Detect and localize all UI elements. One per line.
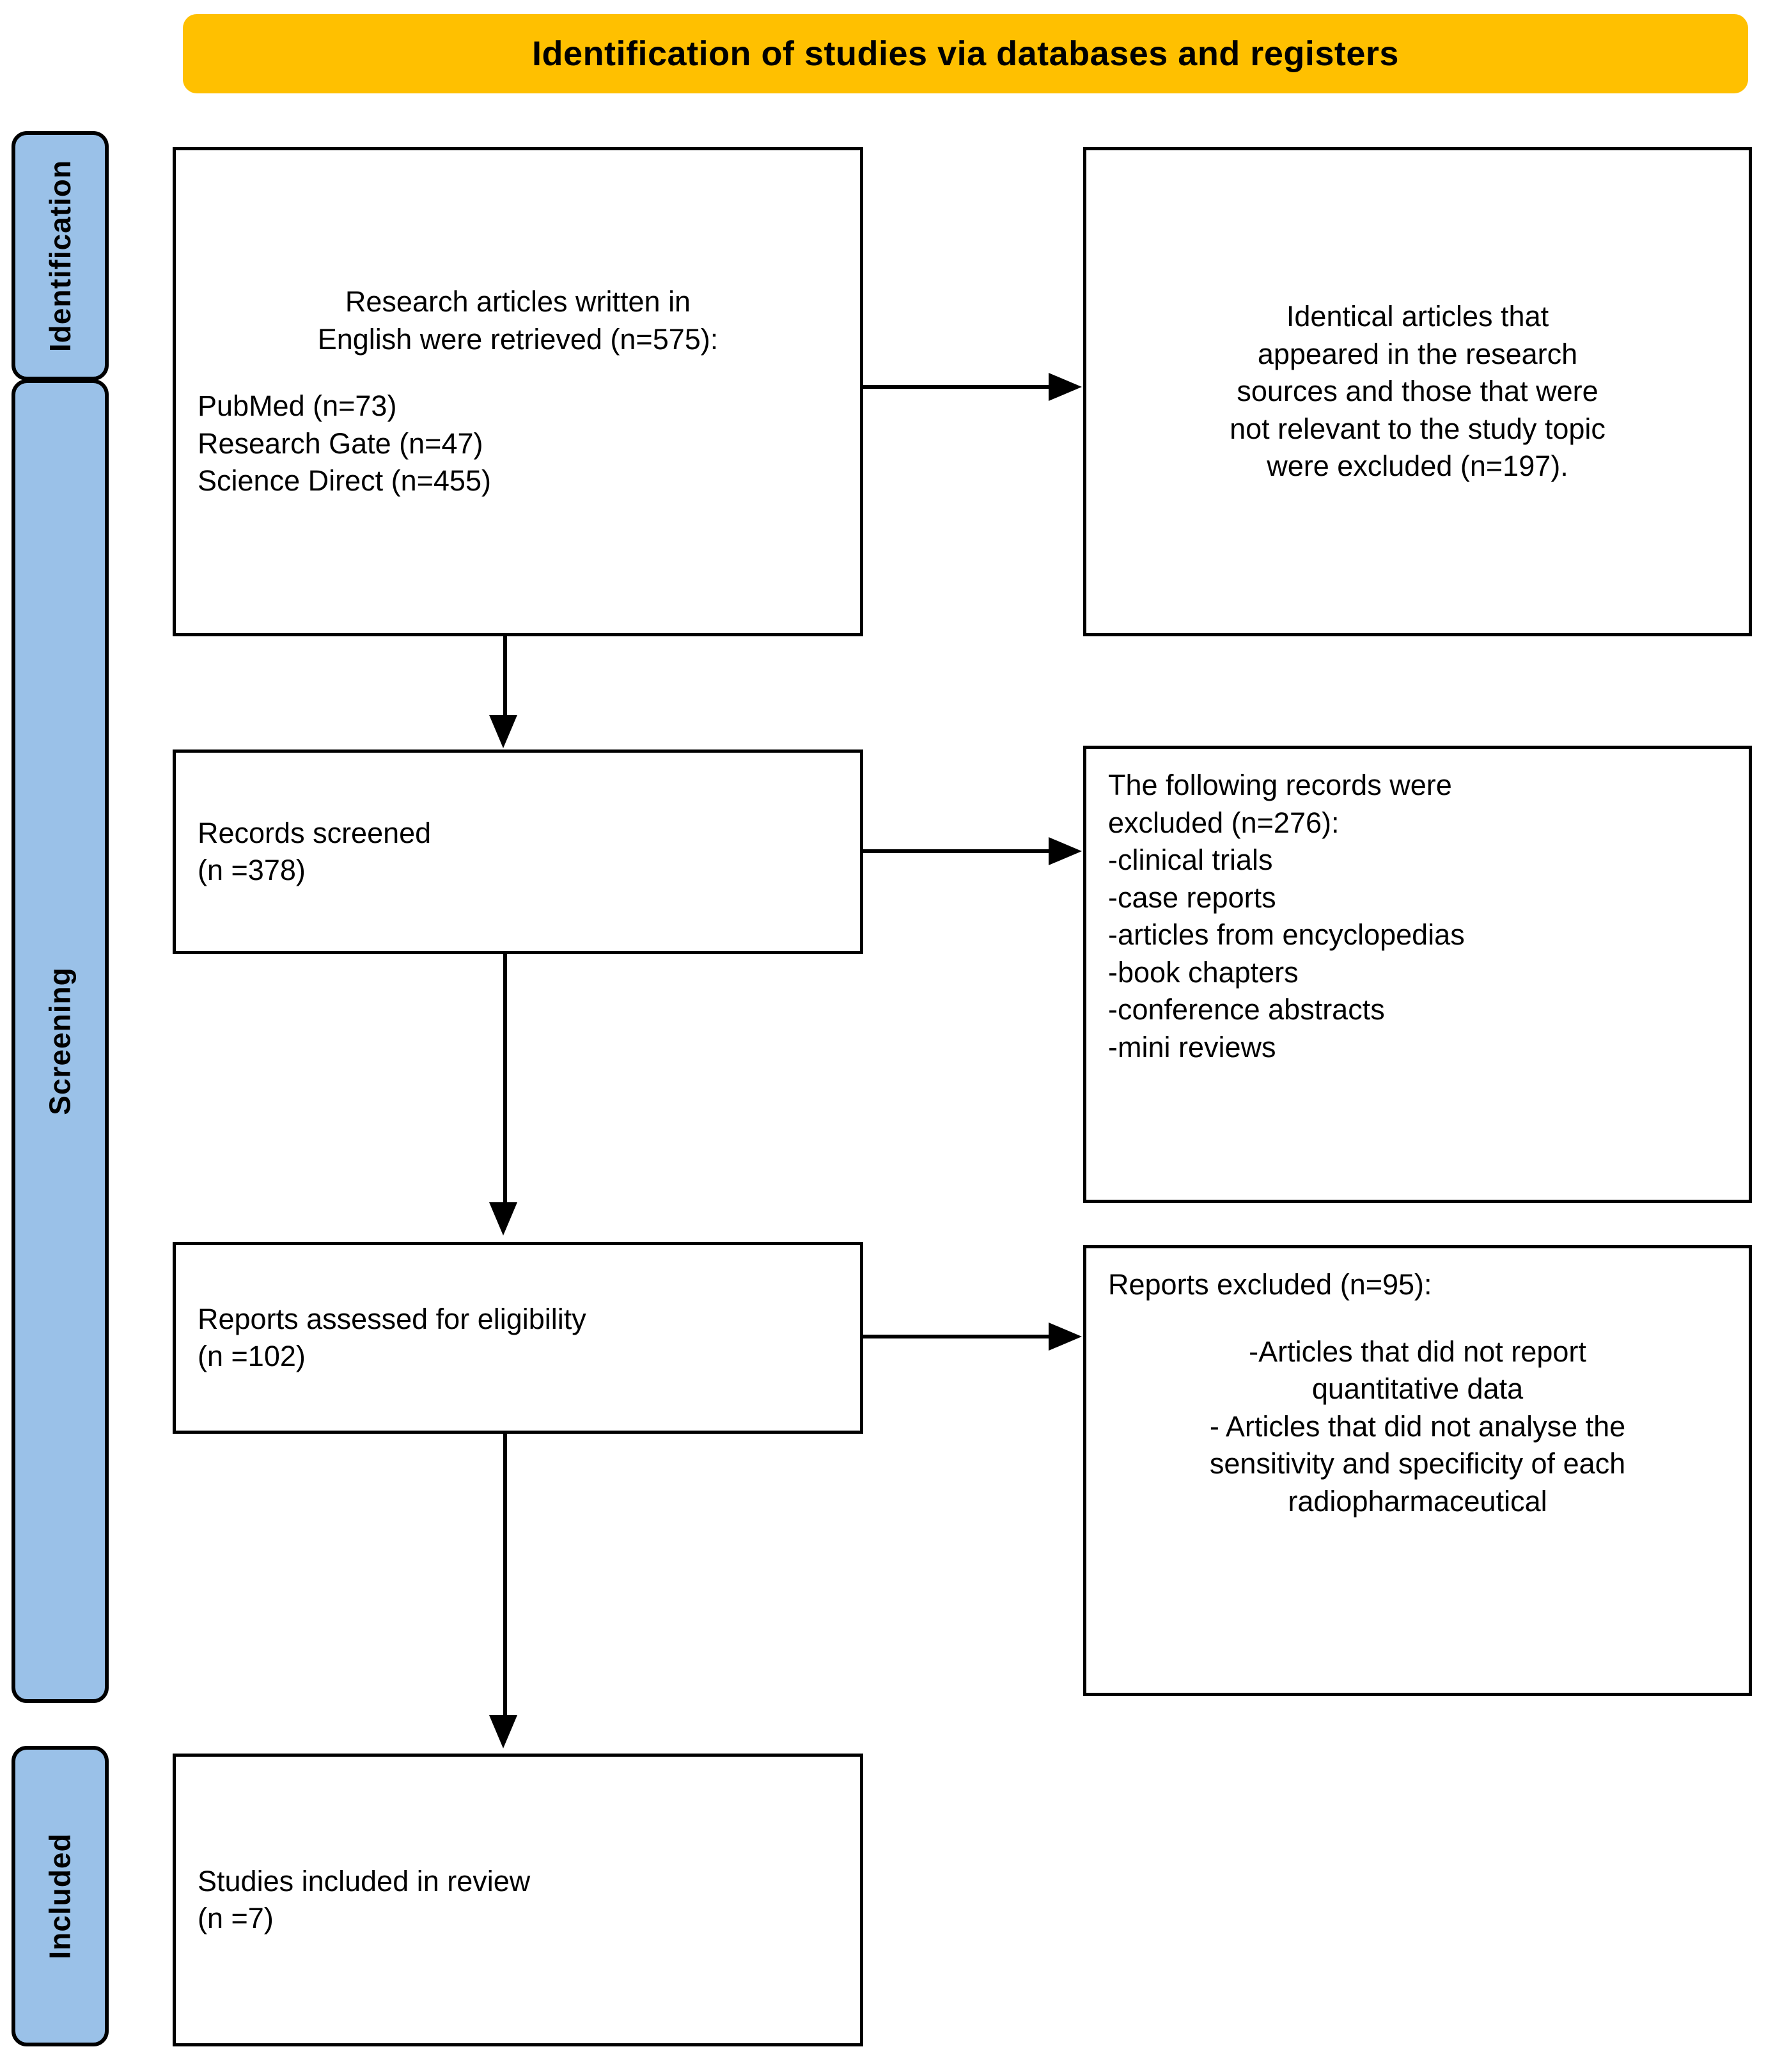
included-line-1: Studies included in review xyxy=(198,1864,531,1897)
retrieved-source-pubmed: PubMed (n=73) xyxy=(198,389,397,423)
records-excluded-reason-mini-reviews: -mini reviews xyxy=(1108,1030,1276,1063)
flow-box-records-identified: Research articles written in English wer… xyxy=(173,147,863,636)
flow-box-records-removed: Identical articles that appeared in the … xyxy=(1083,147,1752,636)
records-excluded-reason-case-reports: -case reports xyxy=(1108,881,1276,914)
records-excluded-line-1: The following records were xyxy=(1108,769,1452,801)
reports-excluded-reason-no-sensitivity-3: radiopharmaceutical xyxy=(1288,1484,1547,1518)
stage-label-screening: Screening xyxy=(43,967,77,1115)
diagram-title: Identification of studies via databases … xyxy=(532,35,1399,73)
diagram-header-banner: Identification of studies via databases … xyxy=(183,14,1748,93)
records-excluded-line-2: excluded (n=276): xyxy=(1108,806,1340,839)
retrieved-spacer xyxy=(198,358,838,388)
reports-excluded-spacer xyxy=(1108,1304,1727,1333)
stage-label-identification: Identification xyxy=(43,159,77,352)
retrieved-source-sciencedirect: Science Direct (n=455) xyxy=(198,464,491,498)
records-excluded-reason-encyclopedias: -articles from encyclopedias xyxy=(1108,918,1465,951)
stage-bar-screening: Screening xyxy=(12,379,109,1703)
screened-line-2: (n =378) xyxy=(198,854,306,886)
flow-box-studies-included: Studies included in review (n =7) xyxy=(173,1754,863,2046)
flow-box-reports-excluded: Reports excluded (n=95): -Articles that … xyxy=(1083,1245,1752,1696)
arrowhead-down-to-screened xyxy=(489,715,517,748)
eligibility-line-2: (n =102) xyxy=(198,1340,306,1372)
eligibility-line-1: Reports assessed for eligibility xyxy=(198,1302,586,1335)
connector-retrieved-to-duplicates xyxy=(863,385,1050,389)
flow-box-reports-assessed-for-eligibility: Reports assessed for eligibility (n =102… xyxy=(173,1242,863,1434)
screened-line-1: Records screened xyxy=(198,816,432,849)
arrowhead-down-to-eligibility xyxy=(489,1202,517,1236)
duplicates-line-2: appeared in the research xyxy=(1257,337,1578,370)
records-excluded-reason-conference-abstracts: -conference abstracts xyxy=(1108,993,1385,1026)
retrieved-line-2: English were retrieved (n=575): xyxy=(317,322,719,356)
records-excluded-reason-book-chapters: -book chapters xyxy=(1108,955,1299,989)
reports-excluded-line-1: Reports excluded (n=95): xyxy=(1108,1268,1432,1301)
connector-retrieved-to-screened xyxy=(503,636,507,716)
flow-box-records-screened: Records screened (n =378) xyxy=(173,750,863,954)
reports-excluded-reason-no-sensitivity-1: - Articles that did not analyse the xyxy=(1209,1409,1626,1443)
connector-screened-to-eligibility xyxy=(503,954,507,1204)
reports-excluded-reason-no-sensitivity-2: sensitivity and specificity of each xyxy=(1209,1447,1626,1480)
arrowhead-down-to-included xyxy=(489,1715,517,1748)
duplicates-line-1: Identical articles that xyxy=(1286,300,1549,333)
flow-box-records-excluded: The following records were excluded (n=2… xyxy=(1083,746,1752,1203)
duplicates-line-5: were excluded (n=197). xyxy=(1267,450,1568,483)
connector-eligibility-to-included xyxy=(503,1434,507,1716)
stage-bar-identification: Identification xyxy=(12,131,109,381)
arrowhead-right-to-records-excluded xyxy=(1049,837,1082,865)
reports-excluded-reason-no-quantitative-data-2: quantitative data xyxy=(1311,1372,1524,1405)
stage-label-included: Included xyxy=(43,1833,77,1959)
duplicates-line-4: not relevant to the study topic xyxy=(1230,412,1606,445)
stage-bar-included: Included xyxy=(12,1746,109,2046)
arrowhead-right-to-duplicates xyxy=(1049,373,1082,401)
connector-screened-to-records-excluded xyxy=(863,849,1050,853)
records-excluded-reason-clinical-trials: -clinical trials xyxy=(1108,844,1273,876)
reports-excluded-reason-no-quantitative-data-1: -Articles that did not report xyxy=(1249,1335,1586,1368)
retrieved-line-1: Research articles written in xyxy=(345,285,691,318)
included-line-2: (n =7) xyxy=(198,1902,274,1935)
retrieved-source-researchgate: Research Gate (n=47) xyxy=(198,427,483,460)
connector-eligibility-to-reports-excluded xyxy=(863,1335,1050,1338)
arrowhead-right-to-reports-excluded xyxy=(1049,1322,1082,1351)
duplicates-line-3: sources and those that were xyxy=(1237,375,1598,408)
